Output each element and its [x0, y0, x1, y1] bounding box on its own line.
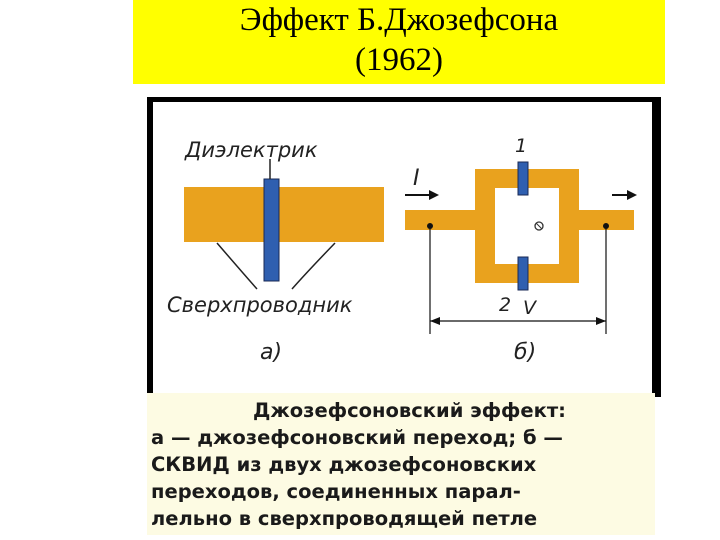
diagram-b: I 1 2 V б): [405, 135, 637, 365]
title-line-1: Эффект Б.Джозефсона: [239, 2, 559, 38]
current-arrow-in-head: [429, 190, 439, 200]
superconductor-pointer-left: [216, 242, 258, 290]
slide-title: Эффект Б.Джозефсона (1962): [133, 0, 665, 84]
superconductor-pointer-right: [291, 242, 336, 290]
voltage-arrow-left: [430, 317, 440, 325]
lead-right: [572, 210, 634, 230]
diagram-a: Диэлектрик Сверхпроводник а): [167, 138, 384, 365]
caption-line-3: СКВИД из двух джозефсоновских: [151, 453, 537, 476]
caption-line-4: переходов, соединенных парал-: [151, 480, 521, 503]
junction-1-label: 1: [515, 135, 527, 157]
squid-loop: [475, 169, 579, 283]
frame-left: [147, 97, 153, 397]
junction-2: [517, 256, 529, 291]
current-arrow-out-head: [627, 190, 637, 200]
title-line-2: (1962): [355, 42, 443, 78]
frame-right: [652, 97, 661, 397]
sublabel-b: б): [514, 340, 536, 365]
caption-line-2: а — джозефсоновский переход; б —: [151, 426, 563, 449]
caption-line-5: лельно в сверхпроводящей петле: [151, 507, 538, 530]
dielectric-label: Диэлектрик: [184, 138, 318, 162]
superconductor-label: Сверхпроводник: [167, 293, 353, 317]
superconductor-bar: [184, 187, 384, 242]
lead-left: [405, 210, 480, 230]
voltage-arrow-right: [596, 317, 606, 325]
frame-top: [147, 97, 661, 102]
flux-symbol: [534, 221, 544, 231]
figure-caption: Джозефсоновский эффект: а — джозефсоновс…: [147, 393, 655, 535]
dielectric-layer: [263, 178, 280, 282]
junction-2-label: 2: [499, 294, 511, 316]
voltage-label: V: [523, 297, 538, 319]
junction-1: [517, 161, 529, 196]
current-label: I: [413, 166, 420, 191]
sublabel-a: а): [260, 340, 282, 365]
flux-symbol-cross: [535, 222, 543, 230]
figure-drawing: Диэлектрик Сверхпроводник а) I 1 2: [147, 97, 661, 397]
caption-line-1: Джозефсоновский эффект:: [253, 399, 566, 422]
